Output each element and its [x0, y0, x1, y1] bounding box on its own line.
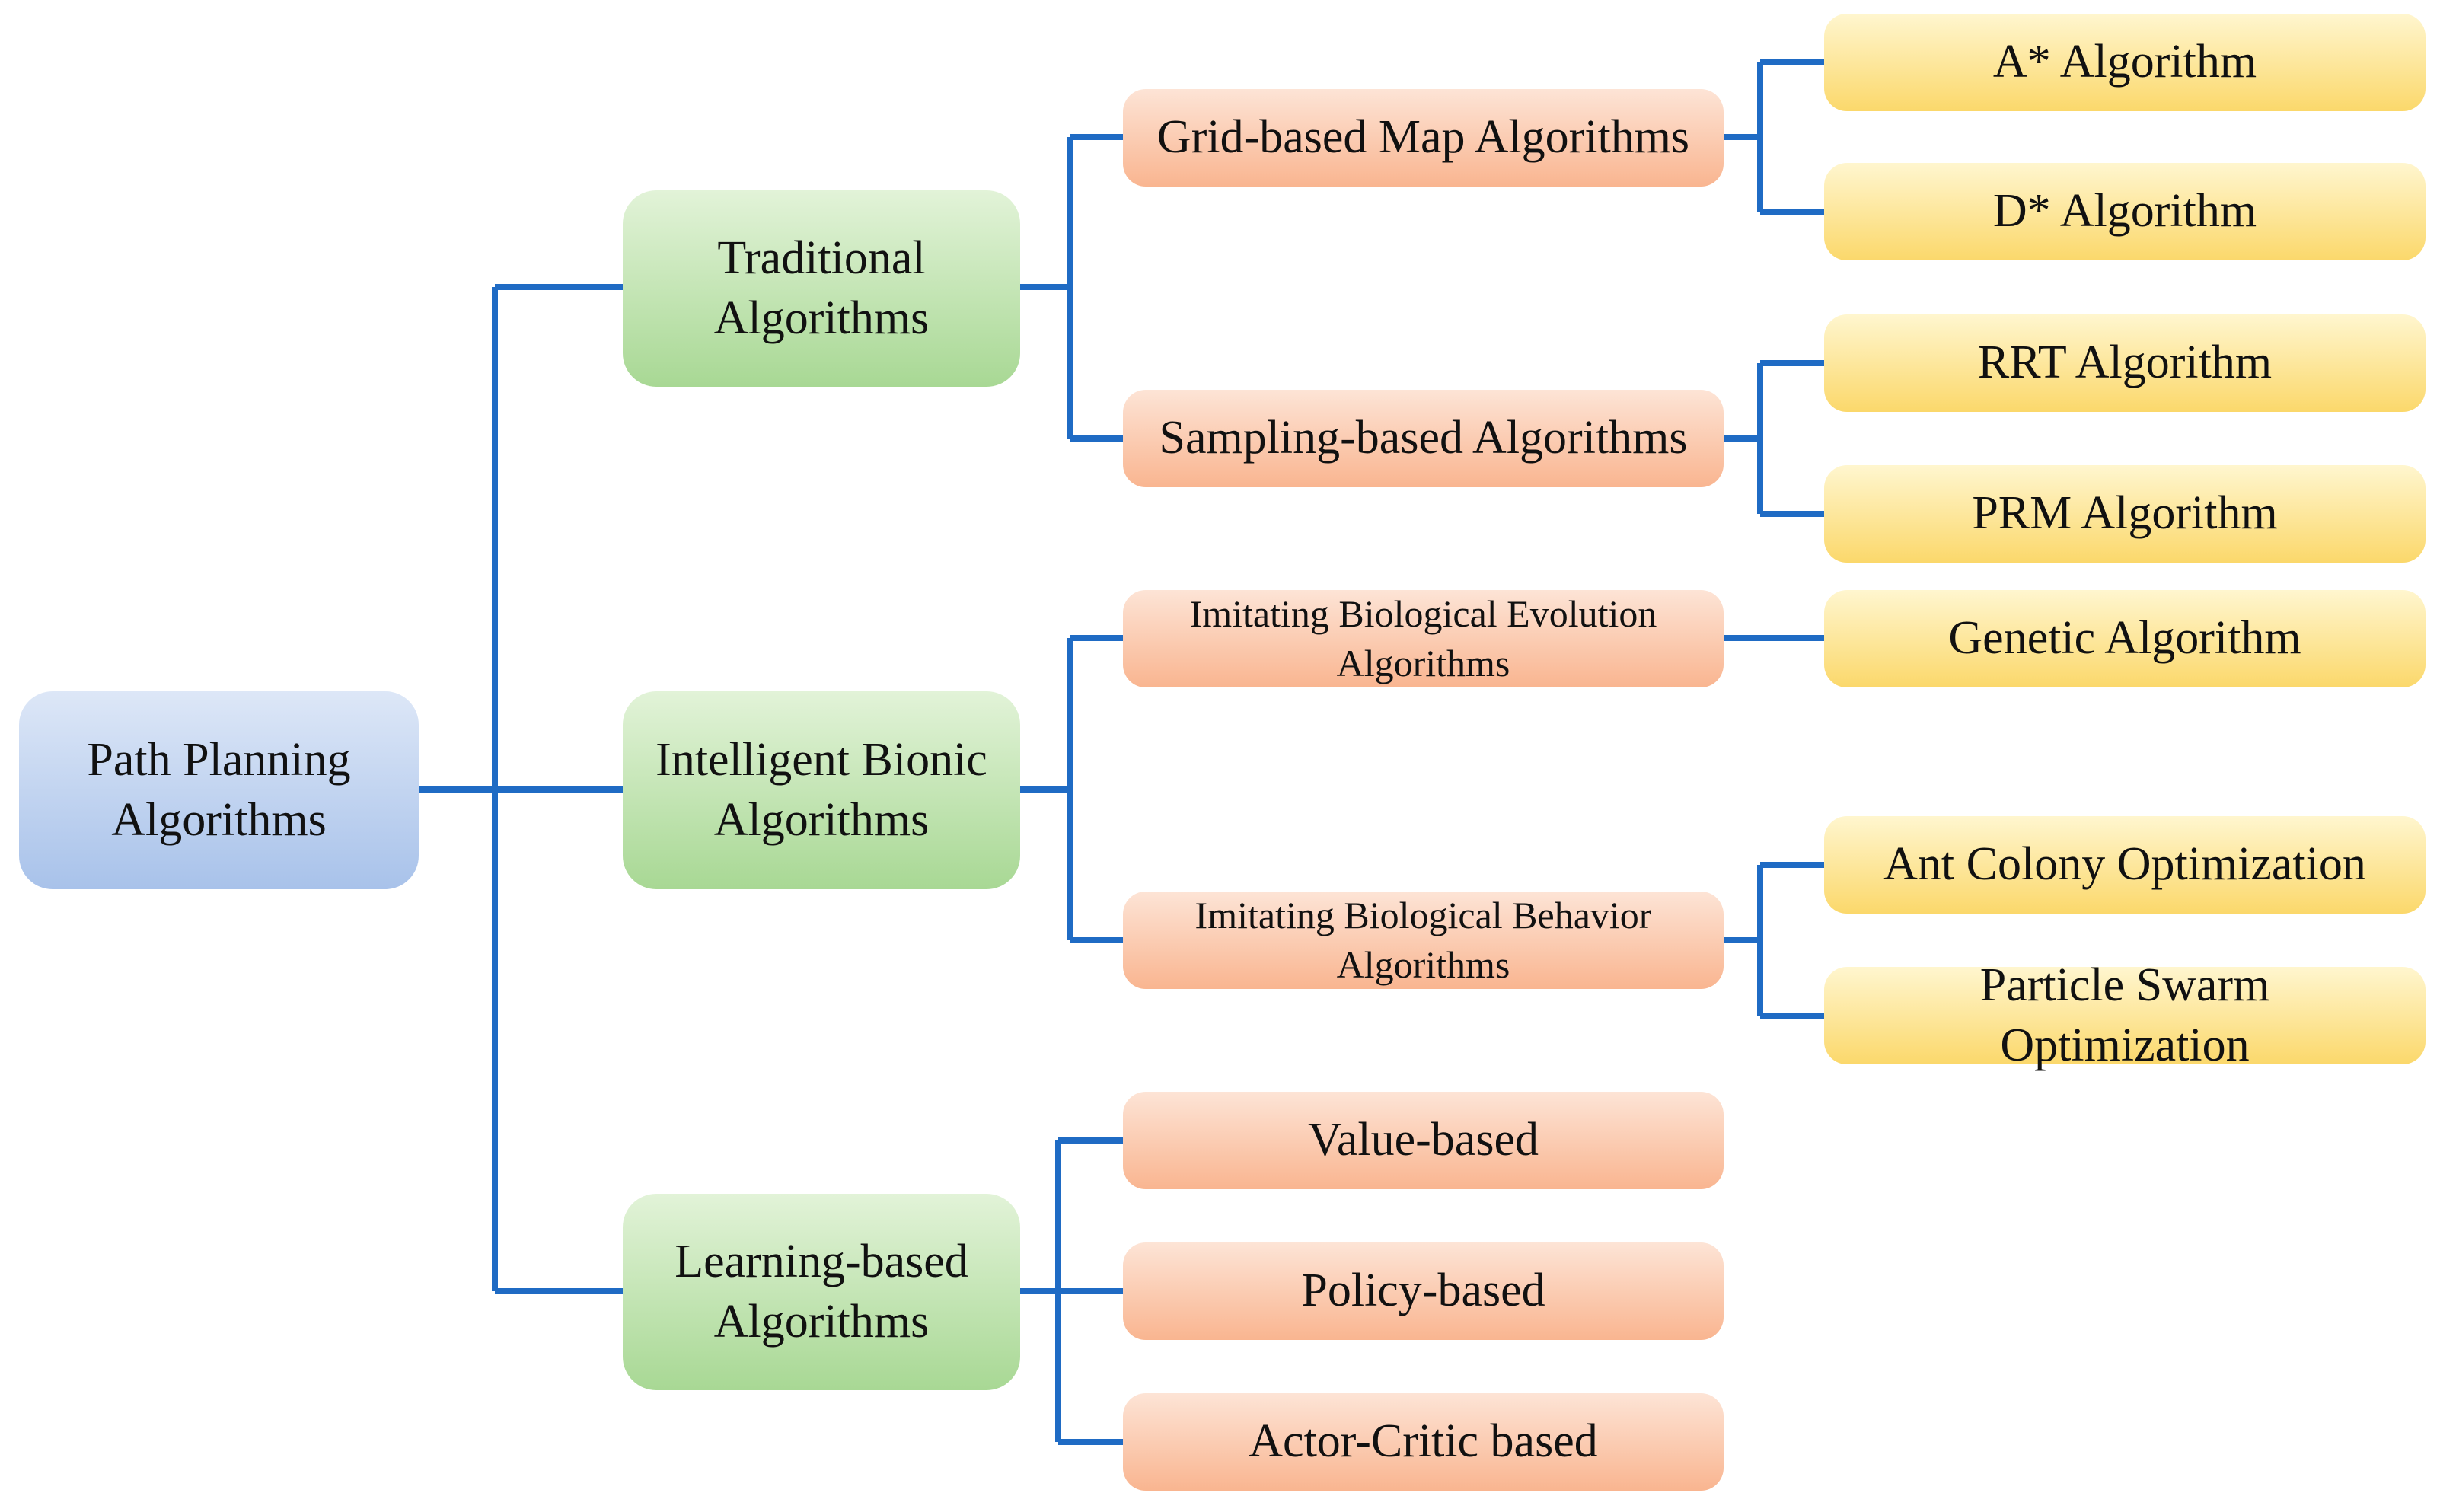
node-imitating-biological-evolution: Imitating Biological Evolution Algorithm…	[1123, 590, 1724, 687]
connector-grid	[1724, 59, 1827, 215]
connector-learning	[1020, 1137, 1125, 1445]
node-sampling-based-algorithms: Sampling-based Algorithms	[1123, 390, 1724, 487]
node-rrt-algorithm: RRT Algorithm	[1824, 314, 2426, 412]
node-prm-algorithm: PRM Algorithm	[1824, 465, 2426, 563]
connector-bionic	[1020, 635, 1125, 943]
connector-sampling	[1724, 360, 1827, 517]
node-traditional-algorithms: Traditional Algorithms	[623, 190, 1020, 387]
node-a-star-algorithm: A* Algorithm	[1824, 14, 2426, 111]
node-d-star-algorithm: D* Algorithm	[1824, 163, 2426, 260]
node-path-planning-algorithms: Path Planning Algorithms	[19, 691, 419, 889]
node-learning-based-algorithms: Learning-based Algorithms	[623, 1194, 1020, 1390]
node-policy-based: Policy-based	[1123, 1242, 1724, 1340]
node-imitating-biological-behavior: Imitating Biological Behavior Algorithms	[1123, 892, 1724, 989]
node-actor-critic-based: Actor-Critic based	[1123, 1393, 1724, 1491]
node-intelligent-bionic-algorithms: Intelligent Bionic Algorithms	[623, 691, 1020, 889]
node-value-based: Value-based	[1123, 1092, 1724, 1189]
connector-traditional	[1020, 134, 1125, 442]
node-grid-based-map-algorithms: Grid-based Map Algorithms	[1123, 89, 1724, 187]
connector-root-trunk	[419, 284, 624, 1294]
node-ant-colony-optimization: Ant Colony Optimization	[1824, 816, 2426, 914]
node-particle-swarm-optimization: Particle Swarm Optimization	[1824, 959, 2426, 1071]
node-genetic-algorithm: Genetic Algorithm	[1824, 590, 2426, 687]
connector-behavior	[1724, 862, 1827, 1019]
